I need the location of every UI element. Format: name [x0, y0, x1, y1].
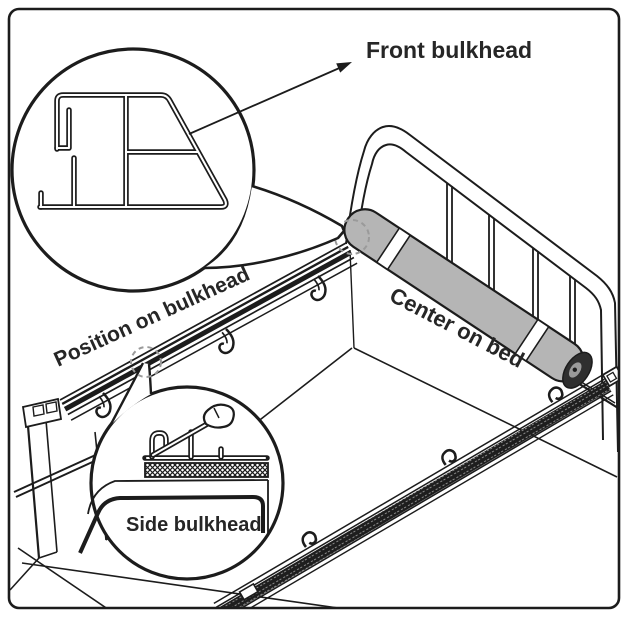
rail-clamp-bracket	[238, 582, 260, 601]
bulkhead-profile-cross-section	[37, 92, 229, 210]
side-bulkhead-callout	[78, 362, 285, 581]
rail-clip	[441, 448, 457, 466]
side-bulkhead-cross-section	[78, 403, 270, 554]
front-bulkhead-label: Front bulkhead	[366, 37, 532, 63]
cover-strap-band	[375, 226, 412, 271]
rail-clip	[301, 531, 318, 548]
diagram-border	[7, 7, 621, 610]
callout-circle	[10, 47, 256, 293]
callout-neck	[204, 186, 344, 268]
bed-lower-left-edge	[17, 547, 119, 608]
rolled-cover	[343, 208, 593, 389]
callout-neck	[110, 363, 151, 426]
bulkhead-clip	[95, 392, 112, 419]
cab-frame-inner	[356, 143, 604, 441]
rolled-cover-body	[343, 208, 585, 383]
front-bulkhead-callout	[10, 47, 352, 293]
dashed-highlight-roll-end	[334, 219, 370, 255]
bulkhead-clip	[218, 328, 235, 355]
side-bulkhead-label: Side bulkhead	[126, 514, 262, 536]
front-bulkhead-arrow	[188, 62, 352, 135]
rail-tape-texture	[217, 380, 611, 608]
rail-clip	[547, 386, 564, 404]
side-wall-base-edge	[353, 347, 618, 478]
bed-bottom-edge	[21, 562, 381, 608]
side-bulkhead-rail	[213, 365, 619, 608]
callout-circle	[89, 385, 285, 581]
arrowhead-icon	[336, 62, 352, 73]
dashed-highlight-clip	[130, 346, 162, 378]
adhesive-tape-strip	[144, 462, 269, 478]
rail-end-cap	[21, 397, 63, 429]
roll-end-cap-core	[572, 367, 578, 372]
front-bulkhead-rail	[21, 242, 358, 429]
left-corner-post	[9, 419, 58, 591]
bulkhead-clip	[310, 275, 327, 302]
cover-strap-band	[514, 318, 550, 363]
cab-frame-outer	[345, 125, 619, 453]
